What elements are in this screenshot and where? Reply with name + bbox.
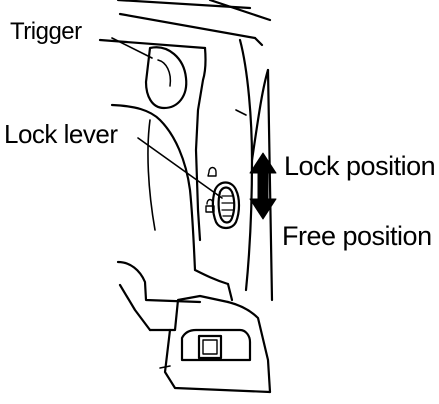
free-position-label: Free position: [282, 221, 432, 251]
trigger-leader-line: [111, 37, 153, 59]
leader-lines: [111, 37, 223, 199]
base-outline: [116, 260, 272, 394]
trigger-shape: [144, 46, 188, 110]
tool-body-top: [98, 0, 272, 50]
handle-outline: [110, 38, 274, 302]
lock-lever-label: Lock lever: [4, 119, 118, 149]
lock-lever-slot: [205, 166, 241, 230]
lock-lever-leader-line: [137, 137, 223, 199]
lock-free-double-arrow: [249, 152, 277, 220]
trigger-label: Trigger: [10, 18, 82, 45]
lock-position-label: Lock position: [284, 151, 436, 181]
